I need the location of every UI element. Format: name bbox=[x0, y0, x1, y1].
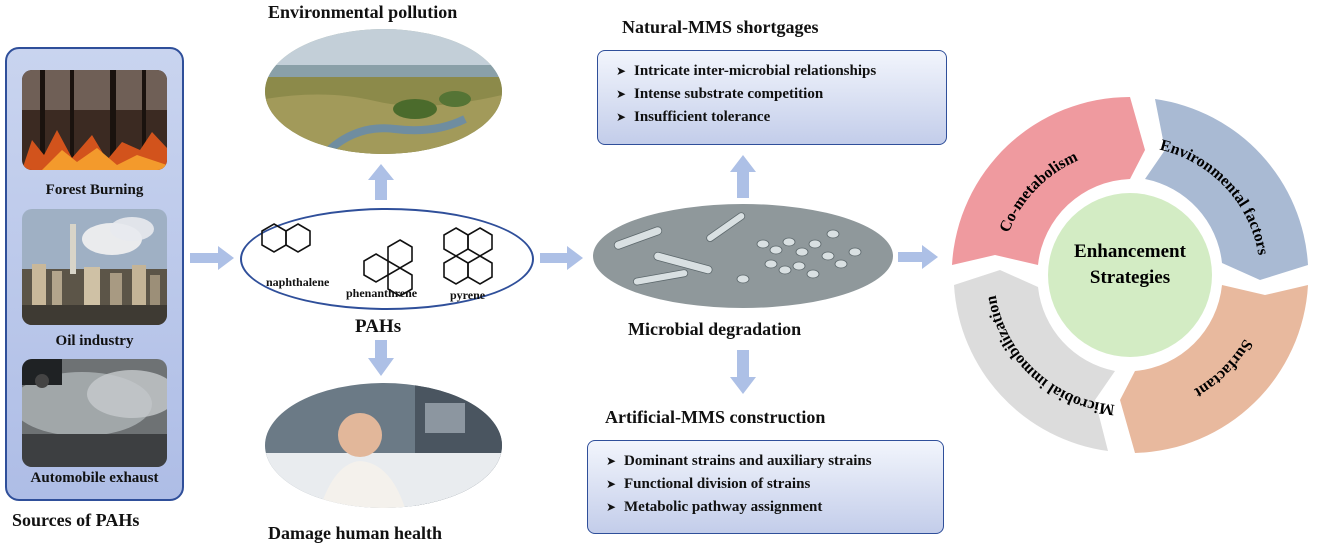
arrowhead-icon: ➤ bbox=[616, 64, 627, 78]
segment-surfactant bbox=[1120, 285, 1308, 453]
pahs-structures-ellipse: naphthalene phenanthrene pyrene bbox=[240, 208, 534, 310]
sources-panel: Forest Burning Oil industry Automobi bbox=[5, 47, 184, 501]
naphthalene-structure bbox=[261, 223, 311, 253]
forest-burning-label: Forest Burning bbox=[45, 182, 144, 198]
enhancement-strategies-wheel: Enhancement Strategies Co-metabolism Env… bbox=[952, 96, 1308, 453]
automobile-exhaust-label: Automobile exhaust bbox=[30, 470, 159, 486]
natural-title: Natural-MMS shortgages bbox=[622, 17, 819, 37]
arrowhead-icon: ➤ bbox=[616, 110, 627, 124]
pahs-title: PAHs bbox=[355, 316, 402, 337]
natural-item: ➤Intense substrate competition bbox=[616, 83, 946, 106]
arrow-pahs-to-microbial bbox=[540, 246, 583, 270]
artificial-construction-box: ➤Dominant strains and auxiliary strains … bbox=[587, 440, 944, 534]
arrow-pahs-to-health bbox=[368, 340, 394, 376]
pollution-title: Environmental pollution bbox=[268, 2, 458, 22]
center-label-line1: Enhancement bbox=[1074, 241, 1187, 262]
environmental-pollution-image bbox=[265, 29, 502, 154]
natural-item: ➤Insufficient tolerance bbox=[616, 106, 946, 129]
center-label-line2: Strategies bbox=[1090, 267, 1170, 288]
naphthalene-label: naphthalene bbox=[266, 275, 330, 289]
phenanthrene-structure bbox=[363, 239, 413, 297]
oil-industry-image bbox=[22, 209, 167, 325]
arrowhead-icon: ➤ bbox=[606, 477, 617, 491]
pyrene-structure bbox=[443, 227, 493, 285]
arrow-pahs-to-pollution bbox=[368, 164, 394, 200]
microbial-title: Microbial degradation bbox=[628, 319, 802, 339]
artificial-item: ➤Metabolic pathway assignment bbox=[606, 496, 943, 519]
arrow-microbial-to-strategies bbox=[898, 245, 938, 269]
artificial-item: ➤Functional division of strains bbox=[606, 473, 943, 496]
sources-title: Sources of PAHs bbox=[12, 510, 140, 530]
pahs-molecules bbox=[261, 223, 493, 297]
oil-industry-label: Oil industry bbox=[55, 333, 134, 349]
automobile-exhaust-image bbox=[22, 359, 167, 467]
strategies-center bbox=[1048, 193, 1212, 357]
arrow-microbial-to-natural bbox=[730, 155, 756, 198]
forest-burning-image bbox=[22, 70, 167, 170]
arrowhead-icon: ➤ bbox=[616, 87, 627, 101]
arrowhead-icon: ➤ bbox=[606, 454, 617, 468]
microbial-degradation-image bbox=[593, 204, 893, 308]
phenanthrene-label: phenanthrene bbox=[346, 286, 418, 300]
arrow-sources-to-pahs bbox=[190, 246, 234, 270]
natural-shortages-box: ➤Intricate inter-microbial relationships… bbox=[597, 50, 947, 145]
human-health-image bbox=[265, 383, 502, 508]
artificial-title: Artificial-MMS construction bbox=[605, 407, 826, 427]
pyrene-label: pyrene bbox=[450, 288, 486, 302]
arrow-microbial-to-artificial bbox=[730, 350, 756, 394]
natural-item: ➤Intricate inter-microbial relationships bbox=[616, 60, 946, 83]
health-title: Damage human health bbox=[268, 523, 443, 543]
segment-co-metabolism bbox=[952, 96, 1145, 265]
arrowhead-icon: ➤ bbox=[606, 500, 617, 514]
segment-microbial-immobilization bbox=[954, 270, 1115, 451]
segment-environmental-factors bbox=[1145, 99, 1308, 280]
artificial-item: ➤Dominant strains and auxiliary strains bbox=[606, 450, 943, 473]
